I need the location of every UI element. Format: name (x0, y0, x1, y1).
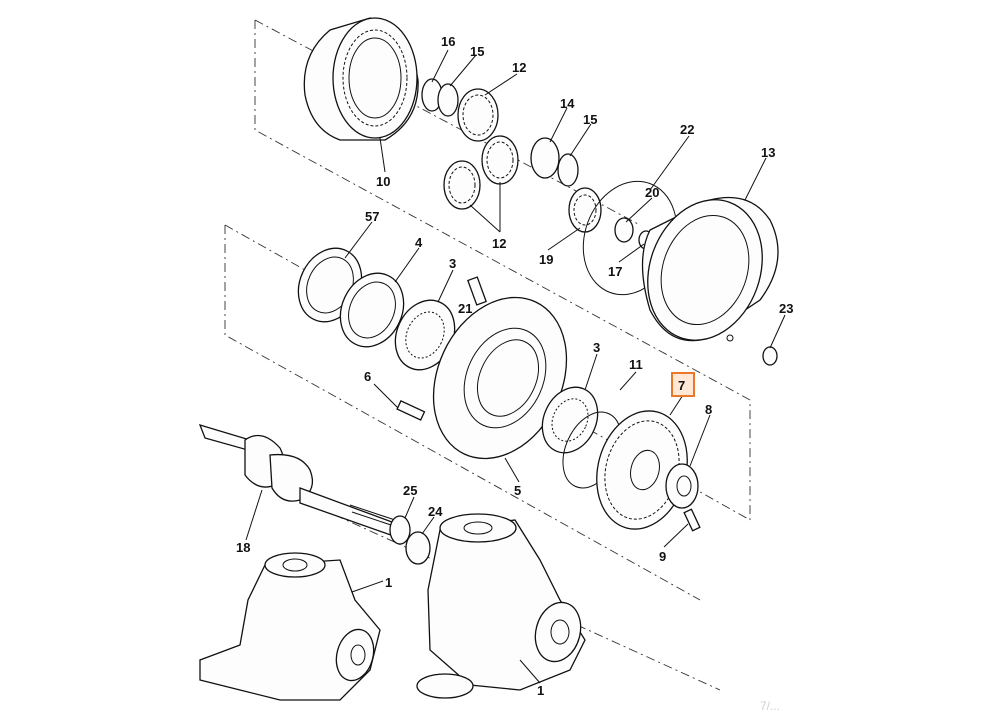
callout-12-upper: 12 (512, 60, 526, 75)
callout-11: 11 (629, 357, 643, 372)
callout-8: 8 (705, 402, 712, 417)
callout-20: 20 (645, 185, 659, 200)
callout-14: 14 (560, 96, 575, 111)
thrust-washer-part-15 (557, 153, 579, 187)
axle-shaft-part-18 (198, 423, 407, 542)
bolt-part-21 (467, 276, 487, 306)
washer-part-15 (437, 83, 459, 117)
planet-gear-part-12-c (443, 160, 481, 210)
callout-5: 5 (514, 483, 521, 498)
callout-13: 13 (761, 145, 775, 160)
highlighted-callout-box (671, 372, 695, 397)
watermark-text: 7/... (760, 699, 780, 713)
callout-25: 25 (403, 483, 417, 498)
callout-1-right: 1 (537, 683, 544, 698)
callout-3-left: 3 (449, 256, 456, 271)
circlip-part-20 (614, 217, 634, 243)
steering-knuckle-part-1-right (416, 513, 586, 699)
leader-lines (245, 49, 786, 684)
upper-frame-top (254, 19, 641, 226)
callout-57: 57 (365, 209, 379, 224)
callout-18: 18 (236, 540, 250, 555)
bolt-part-9 (683, 508, 701, 532)
planet-gear-part-12-b (481, 135, 519, 185)
carrier-part-8 (665, 463, 699, 509)
callout-10: 10 (376, 174, 390, 189)
middle-frame (224, 225, 701, 601)
ring-gear-part-10 (303, 17, 419, 141)
callout-19: 19 (539, 252, 553, 267)
callout-1-left: 1 (385, 575, 392, 590)
callout-17: 17 (608, 264, 622, 279)
callout-15-right: 15 (583, 112, 597, 127)
callout-7: 7 (678, 378, 685, 393)
callout-23: 23 (779, 301, 793, 316)
callout-21: 21 (458, 301, 472, 316)
callout-16: 16 (441, 34, 455, 49)
callout-12-lower: 12 (492, 236, 506, 251)
bolt-part-6 (396, 400, 426, 421)
bearing-part-24 (405, 531, 431, 565)
callout-9: 9 (659, 549, 666, 564)
needle-bearing-part-14 (530, 137, 560, 179)
sun-gear-part-19 (568, 187, 602, 233)
callout-22: 22 (680, 122, 694, 137)
callout-24: 24 (428, 504, 443, 519)
planet-gear-part-12-a (457, 88, 499, 142)
ring-gear-part-7 (596, 410, 688, 530)
steering-knuckle-part-1-left (199, 552, 381, 701)
callout-labels: 10 16 15 12 14 15 22 13 20 12 19 17 57 4… (236, 34, 793, 698)
seal-part-25 (389, 515, 411, 545)
hub-cover-part-13 (641, 196, 779, 342)
callout-3-right: 3 (593, 340, 600, 355)
callout-15-upper: 15 (470, 44, 484, 59)
callout-4: 4 (415, 235, 423, 250)
callout-6: 6 (364, 369, 371, 384)
plug-part-23 (762, 346, 778, 366)
